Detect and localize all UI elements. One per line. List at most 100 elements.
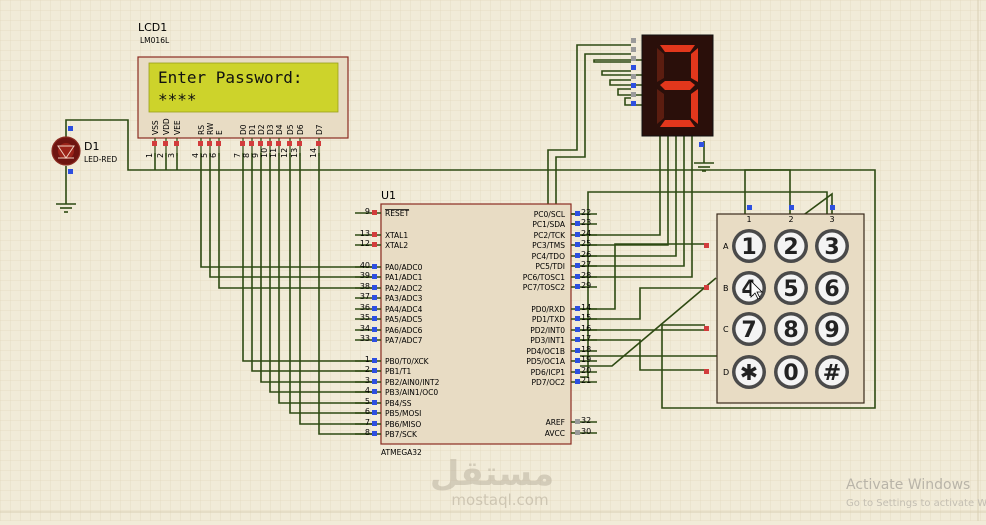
keypad-column-label: 2 bbox=[788, 215, 793, 224]
mcu-pin-label: PD4/OC1B bbox=[526, 347, 565, 356]
wire-d0-pb0 bbox=[242, 153, 373, 362]
wire-d6-pb6 bbox=[299, 153, 373, 425]
mcu-pin-label: PC4/TDO bbox=[532, 252, 565, 261]
led-d1[interactable]: D1 LED-RED bbox=[51, 126, 117, 213]
keypad-key[interactable]: 5 bbox=[774, 271, 808, 305]
keypad-key[interactable]: 1 bbox=[732, 229, 766, 263]
mcu-pin-number: 21 bbox=[581, 376, 591, 385]
mcu-pin-number: 12 bbox=[360, 239, 370, 248]
wire-d4-pb4 bbox=[278, 153, 373, 404]
mcu-pin-label: PC2/TCK bbox=[534, 231, 566, 240]
mcu-pin-marker bbox=[372, 306, 377, 311]
seven-segment-pin bbox=[631, 74, 636, 79]
lcd-pin-number: 7 bbox=[233, 153, 242, 158]
mcu-pin-label: PC1/SDA bbox=[532, 220, 565, 229]
keypad-key-label: ✱ bbox=[740, 361, 758, 386]
lcd-pin-label: D2 bbox=[257, 124, 266, 135]
mcu-pin-label: PA1/ADC1 bbox=[385, 273, 423, 282]
mcu-pin-marker bbox=[575, 379, 580, 384]
lcd-pin-number: 10 bbox=[260, 148, 269, 158]
keypad-key[interactable]: 4 bbox=[732, 271, 766, 305]
mcu-pin-label: AVCC bbox=[545, 429, 565, 438]
wire-rs-pa0 bbox=[200, 153, 373, 268]
mcu-pin-marker bbox=[575, 242, 580, 247]
mcu-pin-number: 27 bbox=[581, 260, 591, 269]
keypad-key[interactable]: ✱ bbox=[732, 355, 766, 389]
mcu-pin-marker bbox=[372, 210, 377, 215]
mcu-pin-label: PC0/SCL bbox=[534, 210, 566, 219]
mcu-pin-number: 26 bbox=[581, 250, 591, 259]
mcu-ref: U1 bbox=[381, 189, 396, 202]
mcu-pin-number: 7 bbox=[365, 418, 370, 427]
mcu-pin-marker bbox=[372, 379, 377, 384]
wire-d2-pb2 bbox=[260, 153, 373, 383]
mcu-pin-label: PA2/ADC2 bbox=[385, 284, 423, 293]
keypad-key[interactable]: 6 bbox=[815, 271, 849, 305]
lcd-pin-marker bbox=[258, 141, 263, 146]
keypad-key[interactable]: 8 bbox=[774, 312, 808, 346]
keypad-key[interactable]: 7 bbox=[732, 312, 766, 346]
keypad-row-label: B bbox=[723, 284, 729, 293]
keypad-key-face bbox=[777, 315, 805, 343]
mcu-pin-number: 22 bbox=[581, 208, 591, 217]
mcu-pin-label: PC3/TMS bbox=[532, 241, 565, 250]
wire-pd4-col bbox=[580, 169, 791, 357]
keypad-key[interactable]: 2 bbox=[774, 229, 808, 263]
mcu-pin-marker bbox=[575, 263, 580, 268]
lcd-pin-marker bbox=[152, 141, 157, 146]
lcd-pin-group: VSS1VDD2VEE3RS4RW5E6D07D18D29D310D411D51… bbox=[145, 118, 324, 158]
keypad-key[interactable]: 0 bbox=[774, 355, 808, 389]
lcd-pin-number: 3 bbox=[167, 153, 176, 158]
lcd-pin-number: 1 bbox=[145, 153, 154, 158]
led-lens bbox=[58, 143, 74, 159]
keypad-key-face bbox=[818, 315, 846, 343]
mcu-pin-number: 3 bbox=[365, 376, 370, 385]
segment-c bbox=[691, 89, 698, 124]
mcu-pin-marker bbox=[372, 389, 377, 394]
seven-segment-pin bbox=[631, 92, 636, 97]
seven-segment-display[interactable]: 3 bbox=[631, 25, 714, 172]
lcd-pin-number: 9 bbox=[251, 153, 260, 158]
lcd-pin-label: VEE bbox=[173, 120, 182, 135]
keypad-row-pin bbox=[704, 243, 709, 248]
lcd-pin-label: VDD bbox=[162, 118, 171, 135]
mcu-pin-marker bbox=[575, 430, 580, 435]
mcu-pin-number: 1 bbox=[365, 355, 370, 364]
keypad-column-label: 3 bbox=[829, 215, 834, 224]
mcu-pin-label: PA3/ADC3 bbox=[385, 294, 423, 303]
ground-symbol bbox=[56, 203, 76, 213]
mcu-pin-number: 28 bbox=[581, 271, 591, 280]
activation-subtitle: Go to Settings to activate W bbox=[846, 498, 986, 509]
keypad-key[interactable]: 9 bbox=[815, 312, 849, 346]
mcu-pin-label: PD1/TXD bbox=[532, 315, 565, 324]
mcu-pin-marker bbox=[372, 232, 377, 237]
mcu-pin-marker bbox=[575, 232, 580, 237]
mcu-pin-number: 30 bbox=[581, 427, 591, 436]
mcu-pin-marker bbox=[575, 419, 580, 424]
keypad-key[interactable]: # bbox=[815, 355, 849, 389]
mcu-pin-label: PC6/TOSC1 bbox=[523, 273, 566, 282]
segment-b bbox=[691, 48, 698, 82]
seven-segment-pin bbox=[631, 38, 636, 43]
lcd-pin-label: VSS bbox=[151, 120, 160, 135]
lcd-display[interactable]: LCD1 LM016L Enter Password: **** VSS1VDD… bbox=[137, 21, 349, 158]
keypad-key-face bbox=[818, 358, 846, 386]
segment-a bbox=[660, 45, 695, 52]
lcd-pin-label: D6 bbox=[296, 124, 305, 135]
keypad-key-label: 3 bbox=[824, 235, 839, 260]
keypad-key[interactable]: 3 bbox=[815, 229, 849, 263]
wire-pd6-col bbox=[580, 191, 828, 378]
mcu-pin-label: PA4/ADC4 bbox=[385, 305, 423, 314]
keypad-key-label: 6 bbox=[824, 277, 839, 302]
mcu-pin-label: PC7/TOSC2 bbox=[523, 283, 566, 292]
mcu-pin-label: PA7/ADC7 bbox=[385, 336, 423, 345]
mcu-pin-marker bbox=[372, 274, 377, 279]
mcu-pin-label: XTAL2 bbox=[385, 241, 408, 250]
wire-d3-pb3 bbox=[269, 153, 373, 393]
